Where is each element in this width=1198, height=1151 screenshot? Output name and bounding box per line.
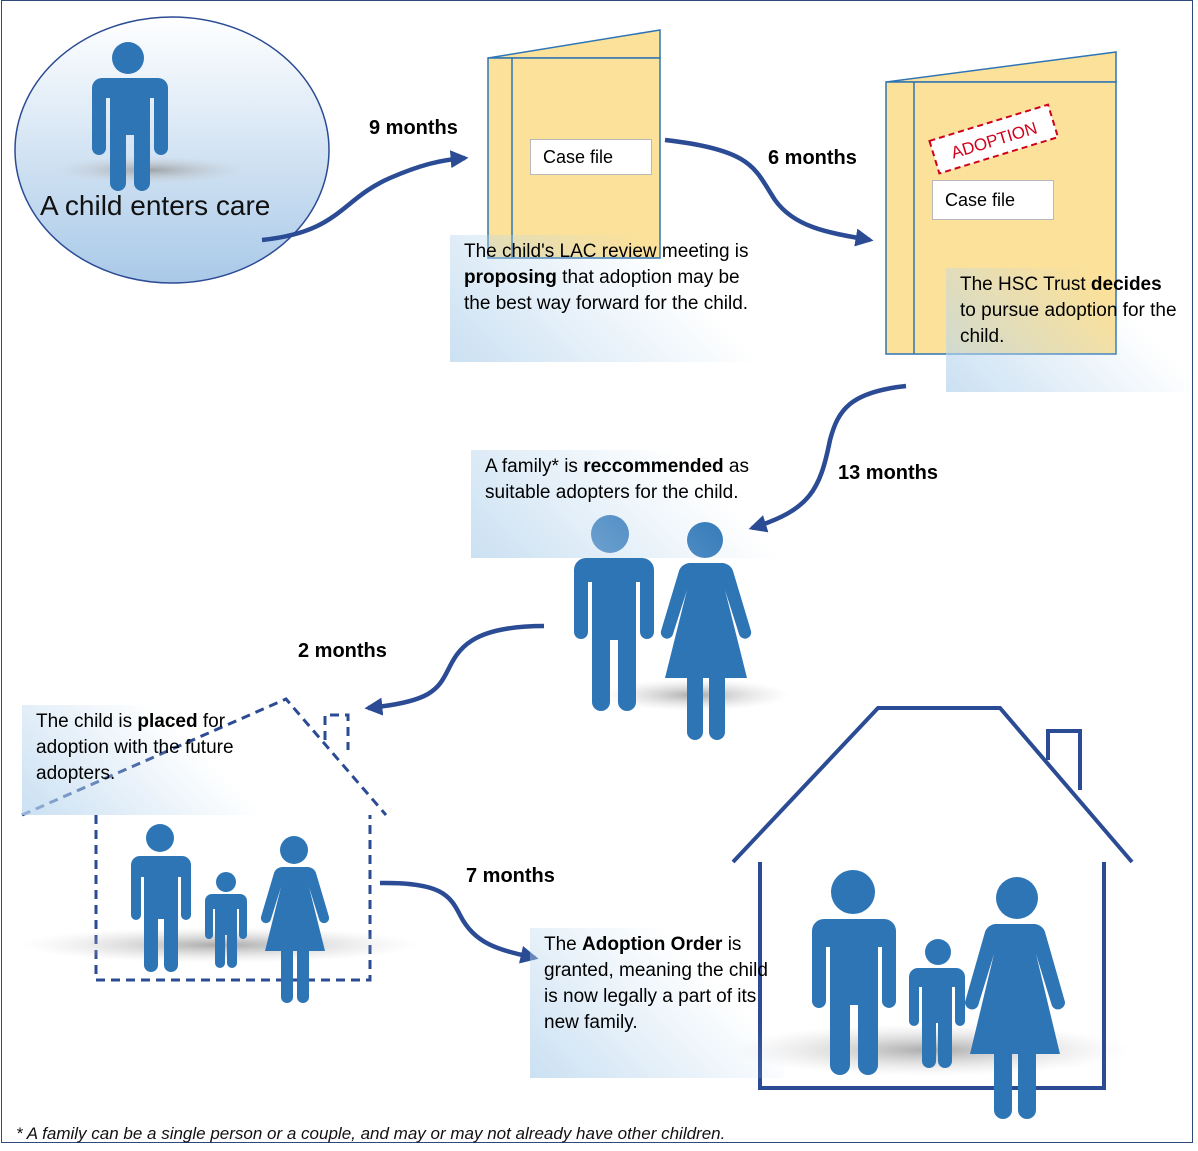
step-decides-bold: decides [1090,274,1162,295]
duration-6-months: 6 months [768,147,857,169]
case-file-label-1: Case file [530,139,652,175]
family-small-figure-icon [131,824,330,1003]
step-placed: The child is placed for adoption with th… [22,705,260,815]
footnote: * A family can be a single person or a c… [16,1124,726,1143]
case-file-label-2: Case file [932,180,1054,220]
start-label: A child enters care [40,190,271,221]
child-figure-icon [92,42,168,191]
step-decides-post: to pursue adoption for the child. [960,300,1177,347]
duration-13-months: 13 months [838,462,939,484]
timeline-arrows [261,137,907,964]
step-proposing-post: that adoption may be the best way forwar… [464,267,749,314]
duration-9-months: 9 months [369,117,458,139]
duration-7-months: 7 months [466,865,555,887]
step-adoption-order: The Adoption Order is granted, meaning t… [530,928,784,1078]
arrow-5 [379,880,539,964]
arrow-1 [261,150,469,243]
start-bubble [14,16,330,284]
step-proposing-bold: proposing [464,267,557,288]
step-decides-pre: The HSC Trust [960,274,1091,295]
step-placed-bold: placed [137,711,198,732]
step-order-post: is granted, meaning the child is now leg… [544,934,768,1033]
step-proposing-pre: The child's LAC review meeting is [464,241,749,262]
duration-2-months: 2 months [298,640,387,662]
step-recommended-bold: reccommended [583,456,724,477]
step-order-bold: Adoption Order [582,934,723,955]
step-recommended: A family* is reccommended as suitable ad… [471,450,809,558]
step-decides: The HSC Trust decides to pursue adoption… [946,268,1190,392]
couple-figure-icon [574,515,790,740]
step-proposing: The child's LAC review meeting is propos… [450,235,768,362]
step-recommended-pre: A family* is [485,456,584,477]
step-order-pre: The [544,934,583,955]
arrow-4 [364,623,545,716]
family-large-figure-icon [812,870,1066,1119]
step-placed-pre: The child is [36,711,138,732]
step-placed-post: for adoption with the future adopters. [36,711,234,784]
step-recommended-post: as suitable adopters for the child. [485,456,750,503]
arrow-2 [664,137,874,247]
